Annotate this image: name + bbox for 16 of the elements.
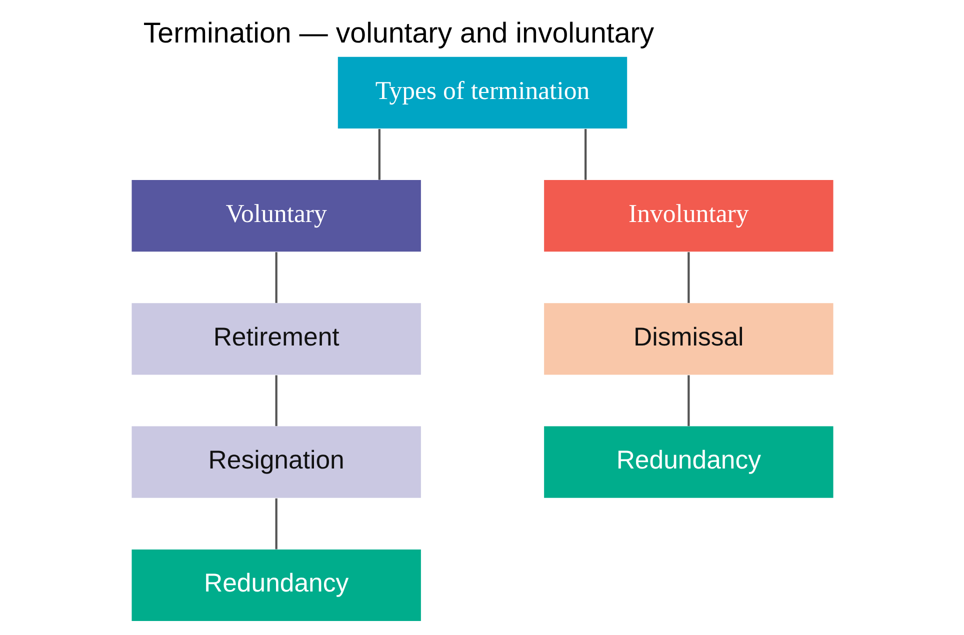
node-box: Resignation <box>131 426 420 498</box>
node-box: Dismissal <box>544 303 833 375</box>
connector <box>274 375 277 426</box>
node-box: Involuntary <box>544 180 833 252</box>
node-box: Retirement <box>131 303 420 375</box>
connector <box>687 375 690 426</box>
connector <box>274 498 277 550</box>
node-box: Voluntary <box>131 180 420 252</box>
diagram-title: Termination — voluntary and involuntary <box>142 18 654 50</box>
connector <box>687 252 690 303</box>
connector <box>378 129 380 180</box>
node-box: Redundancy <box>544 426 833 498</box>
connector <box>274 252 277 303</box>
node-box: Types of termination <box>337 56 627 128</box>
connector <box>584 129 586 180</box>
node-box: Redundancy <box>131 549 420 622</box>
